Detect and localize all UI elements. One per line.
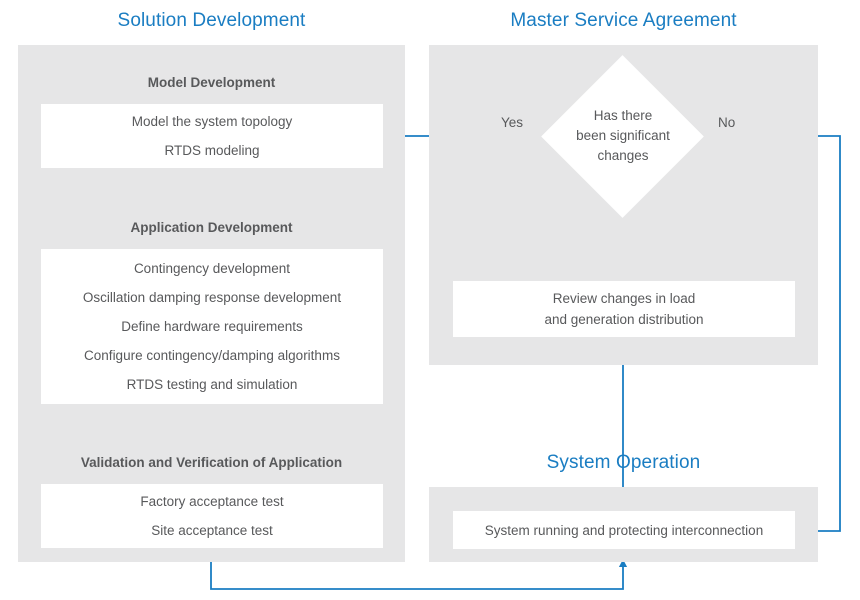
- card-line-site-acceptance-test: Site acceptance test: [151, 523, 273, 538]
- card-validation-verification: Factory acceptance test Site acceptance …: [41, 484, 383, 548]
- edge-label-yes: Yes: [501, 115, 524, 130]
- card-line-system-running: System running and protecting interconne…: [484, 522, 764, 538]
- card-line-review-changes-1: Review changes in load: [552, 291, 696, 306]
- card-line-model-topology: Model the system topology: [131, 114, 293, 129]
- card-line-factory-acceptance-test: Factory acceptance test: [140, 494, 284, 509]
- card-line-oscillation-damping: Oscillation damping response development: [82, 290, 342, 305]
- card-application-development: Contingency development Oscillation damp…: [41, 249, 383, 404]
- card-line-define-hardware: Define hardware requirements: [121, 319, 303, 334]
- decision-label-line-2: been significant: [576, 128, 670, 143]
- decision-diamond-label: Has there been significant changes: [558, 106, 688, 166]
- section-title-master-service-agreement: Master Service Agreement: [510, 10, 737, 31]
- section-title-system-operation: System Operation: [546, 452, 701, 473]
- card-system-running: System running and protecting interconne…: [453, 511, 795, 549]
- card-line-configure-algorithms: Configure contingency/damping algorithms: [84, 348, 340, 363]
- decision-label-line-1: Has there: [593, 108, 653, 123]
- group-heading-model-development: Model Development: [147, 75, 276, 90]
- card-line-contingency-development: Contingency development: [133, 261, 291, 276]
- group-heading-validation-verification: Validation and Verification of Applicati…: [80, 455, 343, 470]
- card-line-review-changes-2: and generation distribution: [544, 312, 704, 327]
- decision-label-line-3: changes: [597, 148, 649, 163]
- edge-label-no: No: [718, 115, 736, 130]
- card-model-development: Model the system topology RTDS modeling: [41, 104, 383, 168]
- group-heading-application-development: Application Development: [130, 220, 293, 235]
- card-line-rtds-modeling: RTDS modeling: [164, 143, 260, 158]
- card-review-changes: Review changes in load and generation di…: [453, 281, 795, 337]
- section-title-solution-development: Solution Development: [117, 10, 306, 31]
- card-line-rtds-testing: RTDS testing and simulation: [126, 377, 298, 392]
